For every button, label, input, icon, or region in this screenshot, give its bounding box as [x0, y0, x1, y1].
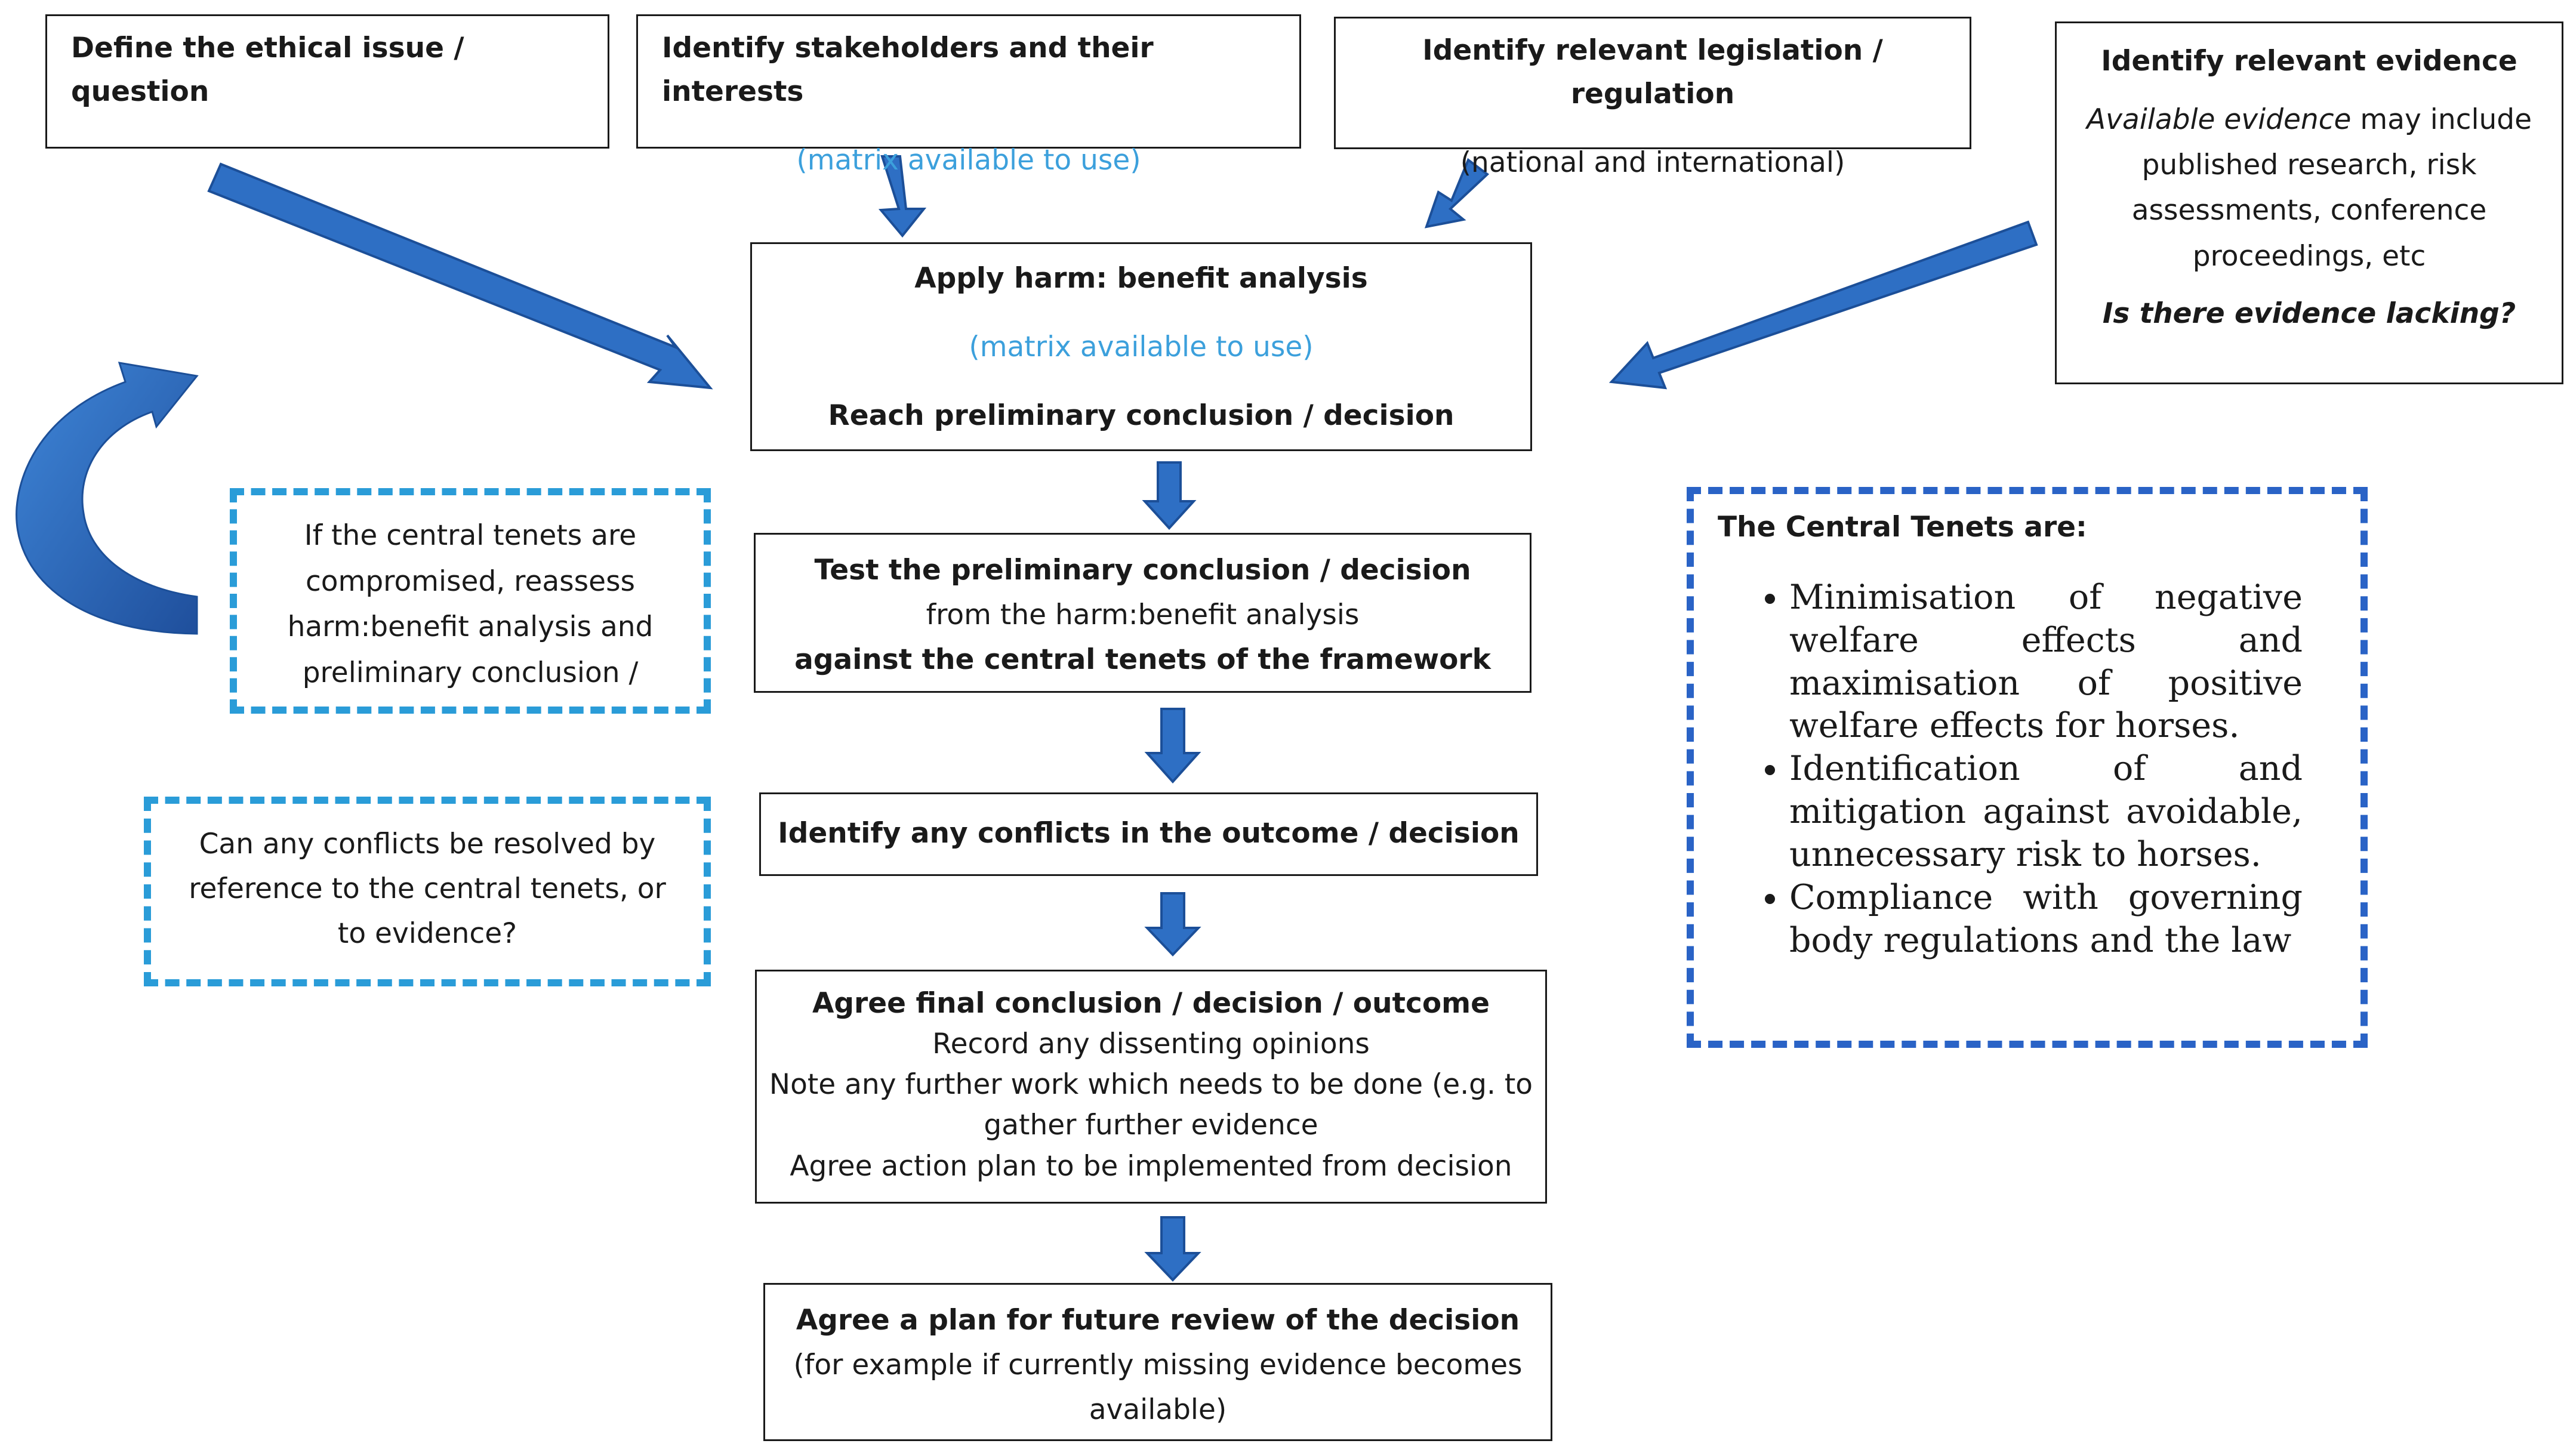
test-line-3: against the central tenets of the framew…: [794, 643, 1491, 677]
conflicts-box: Identify any conflicts in the outcome / …: [759, 792, 1538, 876]
feedback-curved-arrow: [16, 362, 199, 635]
evidence-question: Is there evidence lacking?: [2102, 297, 2516, 330]
central-tenets-heading: The Central Tenets are:: [1718, 511, 2087, 544]
harm-benefit-title: Apply harm: benefit analysis: [914, 262, 1368, 295]
legislation-note: (national and international): [1460, 146, 1845, 179]
review-line-2: (for example if currently missing eviden…: [793, 1349, 1523, 1382]
evidence-box: Identify relevant evidence Available evi…: [2055, 21, 2563, 384]
reassess-line-4: preliminary conclusion /: [302, 656, 639, 689]
resolve-line-2: reference to the central tenets, or: [189, 872, 666, 906]
reassess-line-3: harm:benefit analysis and: [287, 610, 654, 644]
evidence-body-line-3: assessments, conference: [2131, 194, 2487, 227]
flow-arrow-4: [1144, 1216, 1201, 1282]
test-line-2: from the harm:benefit analysis: [926, 599, 1360, 632]
resolve-line-1: Can any conflicts be resolved by: [199, 828, 656, 860]
legislation-title: Identify relevant legislation / regulati…: [1422, 34, 1883, 110]
evidence-body-rest: may include: [2351, 103, 2532, 137]
flow-arrow-1: [1142, 461, 1197, 530]
reassess-line-2: compromised, reassess: [305, 564, 636, 598]
central-tenet-item: Compliance with governing body regulatio…: [1789, 877, 2303, 963]
agree-title: Agree final conclusion / decision / outc…: [812, 987, 1490, 1020]
agree-final-box: Agree final conclusion / decision / outc…: [755, 970, 1547, 1204]
evidence-body-line-1: Available evidence may include: [2057, 97, 2562, 143]
stakeholders-matrix-note: (matrix available to use): [796, 143, 1141, 177]
evidence-body-line-4: proceedings, etc: [2192, 239, 2426, 273]
resolve-conflicts-note: Can any conflicts be resolved by referen…: [144, 797, 711, 986]
central-tenet-item: Minimisation of negative welfare effects…: [1789, 576, 2303, 748]
evidence-body-emphasis: Available evidence: [2086, 103, 2352, 137]
harm-benefit-matrix-note: (matrix available to use): [969, 330, 1314, 363]
harm-benefit-box: Apply harm: benefit analysis (matrix ava…: [750, 242, 1532, 451]
flow-arrow-3: [1144, 892, 1201, 957]
test-title: Test the preliminary conclusion / decisi…: [814, 554, 1471, 587]
central-tenets-box: The Central Tenets are: Minimisation of …: [1687, 487, 2368, 1048]
agree-line-2: Record any dissenting opinions: [932, 1028, 1370, 1061]
define-issue-box: Define the ethical issue / question: [45, 14, 609, 149]
flow-arrow-2: [1144, 708, 1201, 783]
define-issue-title: Define the ethical issue / question: [71, 32, 464, 108]
review-title: Agree a plan for future review of the de…: [796, 1304, 1520, 1337]
evidence-body-line-2: published research, risk: [2141, 149, 2477, 182]
agree-line-3: Note any further work which needs to be …: [769, 1068, 1533, 1102]
conflicts-title: Identify any conflicts in the outcome / …: [778, 817, 1520, 850]
test-conclusion-box: Test the preliminary conclusion / decisi…: [754, 533, 1531, 693]
legislation-box: Identify relevant legislation / regulati…: [1334, 17, 1971, 179]
diagonal-arrow-left: [207, 162, 713, 390]
central-tenets-list: Minimisation of negative welfare effects…: [1724, 576, 2303, 962]
reassess-note: If the central tenets are compromised, r…: [230, 488, 711, 714]
stakeholders-down-arrow: [878, 155, 927, 238]
diagonal-arrow-right: [1608, 220, 2038, 390]
harm-benefit-conclusion: Reach preliminary conclusion / decision: [828, 399, 1454, 432]
agree-line-4: gather further evidence: [984, 1109, 1318, 1142]
review-line-3: available): [1089, 1393, 1227, 1427]
reassess-line-1: If the central tenets are: [304, 519, 637, 552]
agree-line-5: Agree action plan to be implemented from…: [790, 1149, 1512, 1183]
stakeholders-box: Identify stakeholders and their interest…: [636, 14, 1301, 177]
stakeholders-title: Identify stakeholders and their interest…: [662, 32, 1154, 108]
legislation-down-arrow: [1424, 158, 1490, 229]
central-tenet-item: Identification of and mitigation against…: [1789, 748, 2303, 876]
evidence-title: Identify relevant evidence: [2101, 45, 2517, 78]
future-review-box: Agree a plan for future review of the de…: [763, 1283, 1552, 1441]
resolve-line-3: to evidence?: [337, 917, 517, 951]
